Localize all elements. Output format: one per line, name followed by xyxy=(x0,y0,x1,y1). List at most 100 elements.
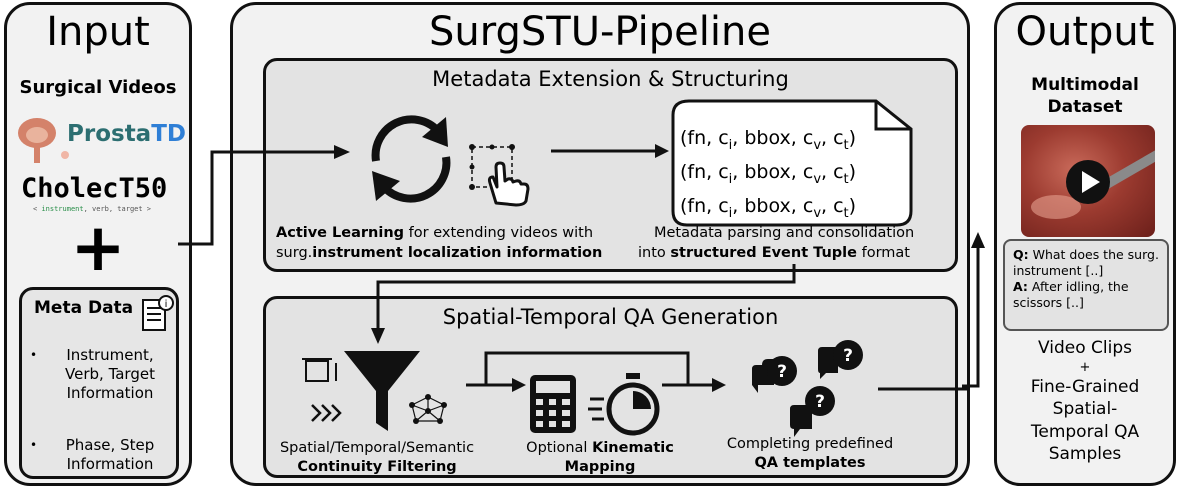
prostatd-logo: ProstaTD xyxy=(67,121,186,147)
active-learning-caption: Active Learning for extending videos wit… xyxy=(276,223,646,263)
tuple-2-p3: , c xyxy=(821,160,844,183)
event-tuple-document xyxy=(671,99,913,227)
qa-template-line1: Completing predefined xyxy=(726,436,894,452)
video-thumbnail[interactable] xyxy=(1021,125,1155,237)
tuple-1-p1: (fn, c xyxy=(680,127,729,149)
tuple-3-p2: , bbox, c xyxy=(732,194,814,217)
meta-bullet-1: • xyxy=(30,348,38,362)
qa-sample-box: Q: What does the surg. instrument [..] A… xyxy=(1003,239,1169,331)
tuple-3-s3: t xyxy=(843,205,849,221)
document-info-icon: i xyxy=(142,295,174,331)
qa-section-title: Spatial-Temporal QA Generation xyxy=(442,305,779,329)
tuple-1-p2: , bbox, c xyxy=(732,127,814,149)
meta-bullet-2: • xyxy=(30,438,38,452)
parsing-line2-a: into xyxy=(638,245,671,261)
tuple-1-s3: t xyxy=(843,137,849,153)
cholect50-sub-a: < xyxy=(33,205,42,213)
desc-line-3: Fine-Grained xyxy=(1030,376,1140,397)
output-panel: Output Multimodal Dataset Q: What does t… xyxy=(994,2,1176,486)
tuple-2-p1: (fn, c xyxy=(680,160,729,183)
tuple-2-p4: ) xyxy=(848,160,857,183)
tuple-2-s1: i xyxy=(728,171,733,187)
tuple-3-s1: i xyxy=(728,205,733,221)
meta-item-1: Instrument, Verb, Target Information xyxy=(65,346,155,402)
tuple-1-p4: ) xyxy=(848,127,857,149)
filter-line2: Continuity Filtering xyxy=(297,459,457,475)
cholect50-subtitle: < instrument, verb, target > xyxy=(33,205,151,213)
filter-funnel-icon xyxy=(302,351,447,431)
kinematic-caption: Optional Kinematic Mapping xyxy=(510,439,690,477)
tuple-1-p3: , c xyxy=(821,127,844,149)
meta-data-title: Meta Data xyxy=(34,298,134,318)
output-title: Output xyxy=(1015,9,1155,55)
desc-line-4: Spatial- xyxy=(1052,399,1118,419)
dataset-label-line2: Dataset xyxy=(1047,97,1123,117)
active-learning-bold: Active Learning xyxy=(276,225,405,241)
tissue-highlight xyxy=(1031,195,1081,219)
tuple-3-p1: (fn, c xyxy=(680,194,729,217)
dataset-label-line1: Multimodal xyxy=(1031,75,1139,95)
meta-data-box: Meta Data i • Instrument, Verb, Target I… xyxy=(19,287,179,479)
filter-line1: Spatial/Temporal/Semantic xyxy=(279,440,475,456)
kinematic-line2: Mapping xyxy=(564,459,636,475)
arrow-to-tuples xyxy=(551,144,669,158)
svg-text:i: i xyxy=(165,299,168,310)
tuple-1-s1: i xyxy=(728,137,733,153)
bypass-arrow xyxy=(466,351,726,392)
tuple-row-2: (fn, ci, bbox, cv, ct) xyxy=(680,159,856,193)
q-label: Q: xyxy=(1013,247,1029,262)
play-icon[interactable] xyxy=(1065,159,1111,205)
kinematic-a: Optional xyxy=(526,440,593,456)
tuple-2-s3: t xyxy=(843,171,849,187)
desc-line-6: Samples xyxy=(1048,444,1122,464)
svg-text:?: ? xyxy=(843,346,853,366)
parsing-line2-c: format xyxy=(857,245,910,261)
tuple-3-p3: , c xyxy=(821,194,844,217)
active-learning-rest: for extending videos with xyxy=(404,225,594,241)
stopwatch-icon xyxy=(588,373,660,436)
qa-template-caption: Completing predefined QA templates xyxy=(710,435,910,473)
input-title: Input xyxy=(46,9,150,55)
tuple-row-1: (fn, ci, bbox, cv, ct) xyxy=(680,125,856,159)
select-hand-icon xyxy=(469,144,530,207)
a-text: After idling, the scissors [..] xyxy=(1013,279,1129,310)
meta-item-2: Phase, Step Information xyxy=(65,436,155,473)
calculator-icon xyxy=(530,375,576,433)
active-learning-line2-b: instrument localization information xyxy=(312,245,603,261)
cholect50-sub-b: instrument xyxy=(41,205,84,213)
prostate-icon xyxy=(18,118,69,163)
parsing-caption: Metadata parsing and consolidation into … xyxy=(638,223,956,263)
svg-text:?: ? xyxy=(815,392,825,412)
qa-answer: A: After idling, the scissors [..] xyxy=(1013,279,1159,311)
metadata-section-title: Metadata Extension & Structuring xyxy=(432,67,789,91)
surgical-videos-heading: Surgical Videos xyxy=(19,77,177,98)
plus-sign: + xyxy=(70,209,126,286)
filter-caption: Spatial/Temporal/Semantic Continuity Fil… xyxy=(272,439,482,477)
tuple-2-p2: , bbox, c xyxy=(732,160,814,183)
active-learning-line2-a: surg. xyxy=(276,245,313,261)
metadata-section: Metadata Extension & Structuring (fn, ci… xyxy=(263,58,958,272)
tuple-3-p4: ) xyxy=(848,194,857,217)
svg-text:?: ? xyxy=(777,362,787,382)
tuple-1-s2: v xyxy=(813,137,822,153)
desc-line-2: + xyxy=(1079,359,1091,375)
q-text: What does the surg. instrument [..] xyxy=(1013,247,1159,278)
prostatd-logo-a: Prosta xyxy=(67,121,152,147)
qa-chat-icons: ? ? ? xyxy=(752,340,863,437)
refresh-cycle-icon xyxy=(371,115,451,203)
qa-out-arrow xyxy=(878,387,968,391)
input-panel: Input Surgical Videos ProstaTD CholecT50… xyxy=(4,2,192,486)
desc-line-1: Video Clips xyxy=(1038,338,1132,358)
tuple-rows: (fn, ci, bbox, cv, ct) (fn, ci, bbox, cv… xyxy=(680,125,856,226)
cholect50-logo: CholecT50 xyxy=(21,173,168,204)
tuple-2-s2: v xyxy=(813,171,822,187)
qa-template-line2: QA templates xyxy=(754,455,866,471)
parsing-line2-b: structured Event Tuple xyxy=(670,245,857,261)
tuple-row-3: (fn, ci, bbox, cv, ct) xyxy=(680,193,856,227)
qa-question: Q: What does the surg. instrument [..] xyxy=(1013,247,1159,279)
cholect50-sub-c: , verb, target > xyxy=(83,205,152,213)
parsing-line1: Metadata parsing and consolidation xyxy=(654,225,915,241)
a-label: A: xyxy=(1013,279,1028,294)
kinematic-b: Kinematic xyxy=(592,440,674,456)
